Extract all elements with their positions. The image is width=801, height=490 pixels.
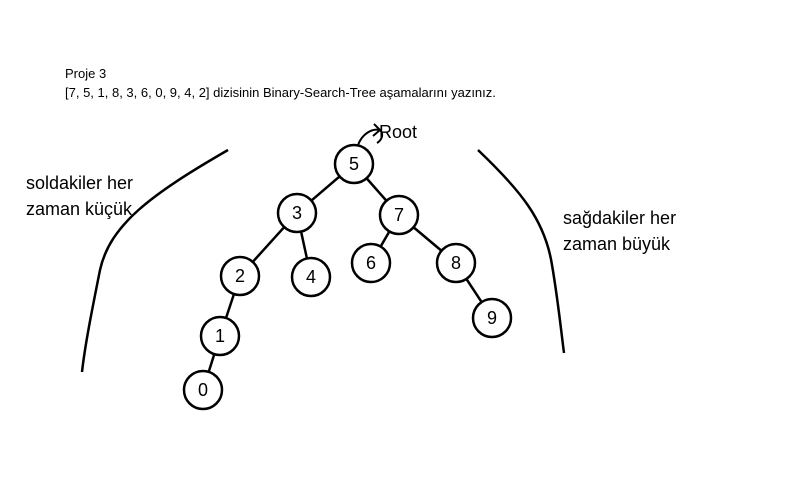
- edge-3-2: [251, 226, 286, 263]
- left-boundary-curve: [80, 148, 229, 373]
- tree-edges: [207, 175, 483, 373]
- tree-node-6: 6: [350, 242, 392, 284]
- right-note-line-1: sağdakiler her: [563, 208, 677, 228]
- node-label: 1: [215, 326, 225, 346]
- node-circle: [435, 242, 477, 284]
- tree-node-2: 2: [219, 255, 261, 297]
- left-note-line-1: soldakiler her: [26, 173, 134, 193]
- node-label: 8: [451, 253, 461, 273]
- node-circle: [333, 143, 375, 185]
- node-circle: [350, 242, 392, 284]
- edge-3-4: [299, 231, 309, 259]
- project-title: Proje 3: [65, 66, 107, 81]
- tree-nodes: 5 3 7 2 4 6 8 1 9 0: [182, 143, 513, 411]
- tree-node-3: 3: [276, 192, 318, 234]
- edge-7-8: [412, 226, 443, 252]
- node-circle: [182, 369, 224, 411]
- tree-node-1: 1: [199, 315, 241, 357]
- heading: Proje 3 [7, 5, 1, 8, 3, 6, 0, 9, 4, 2] d…: [65, 64, 496, 102]
- tree-node-0: 0: [182, 369, 224, 411]
- node-circle: [219, 255, 261, 297]
- edge-5-7: [365, 177, 388, 202]
- node-label: 0: [198, 380, 208, 400]
- edge-7-6: [379, 230, 391, 248]
- node-label: 9: [487, 308, 497, 328]
- edge-8-9: [465, 278, 483, 303]
- node-circle: [471, 297, 513, 339]
- node-label: 7: [394, 205, 404, 225]
- right-boundary-curve: [477, 149, 566, 354]
- root-arrow-head: [372, 123, 382, 137]
- tree-node-7: 7: [378, 194, 420, 236]
- task-text: [7, 5, 1, 8, 3, 6, 0, 9, 4, 2] dizisinin…: [65, 85, 496, 100]
- left-note: soldakiler her zaman küçük: [26, 170, 133, 222]
- node-label: 2: [235, 266, 245, 286]
- tree-node-9: 9: [471, 297, 513, 339]
- right-note-line-2: zaman büyük: [563, 234, 671, 254]
- tree-node-5: 5: [333, 143, 375, 185]
- edge-5-3: [310, 175, 341, 202]
- right-note: sağdakiler her zaman büyük: [563, 205, 676, 257]
- left-note-line-2: zaman küçük: [26, 199, 133, 219]
- node-label: 6: [366, 253, 376, 273]
- tree-node-4: 4: [290, 256, 332, 298]
- edge-2-1: [224, 293, 236, 319]
- edge-1-0: [207, 353, 216, 373]
- node-circle: [378, 194, 420, 236]
- tree-node-8: 8: [435, 242, 477, 284]
- node-label: 5: [349, 154, 359, 174]
- node-circle: [290, 256, 332, 298]
- root-label: Root: [379, 122, 417, 142]
- node-circle: [276, 192, 318, 234]
- node-circle: [199, 315, 241, 357]
- node-label: 3: [292, 203, 302, 223]
- node-label: 4: [306, 267, 316, 287]
